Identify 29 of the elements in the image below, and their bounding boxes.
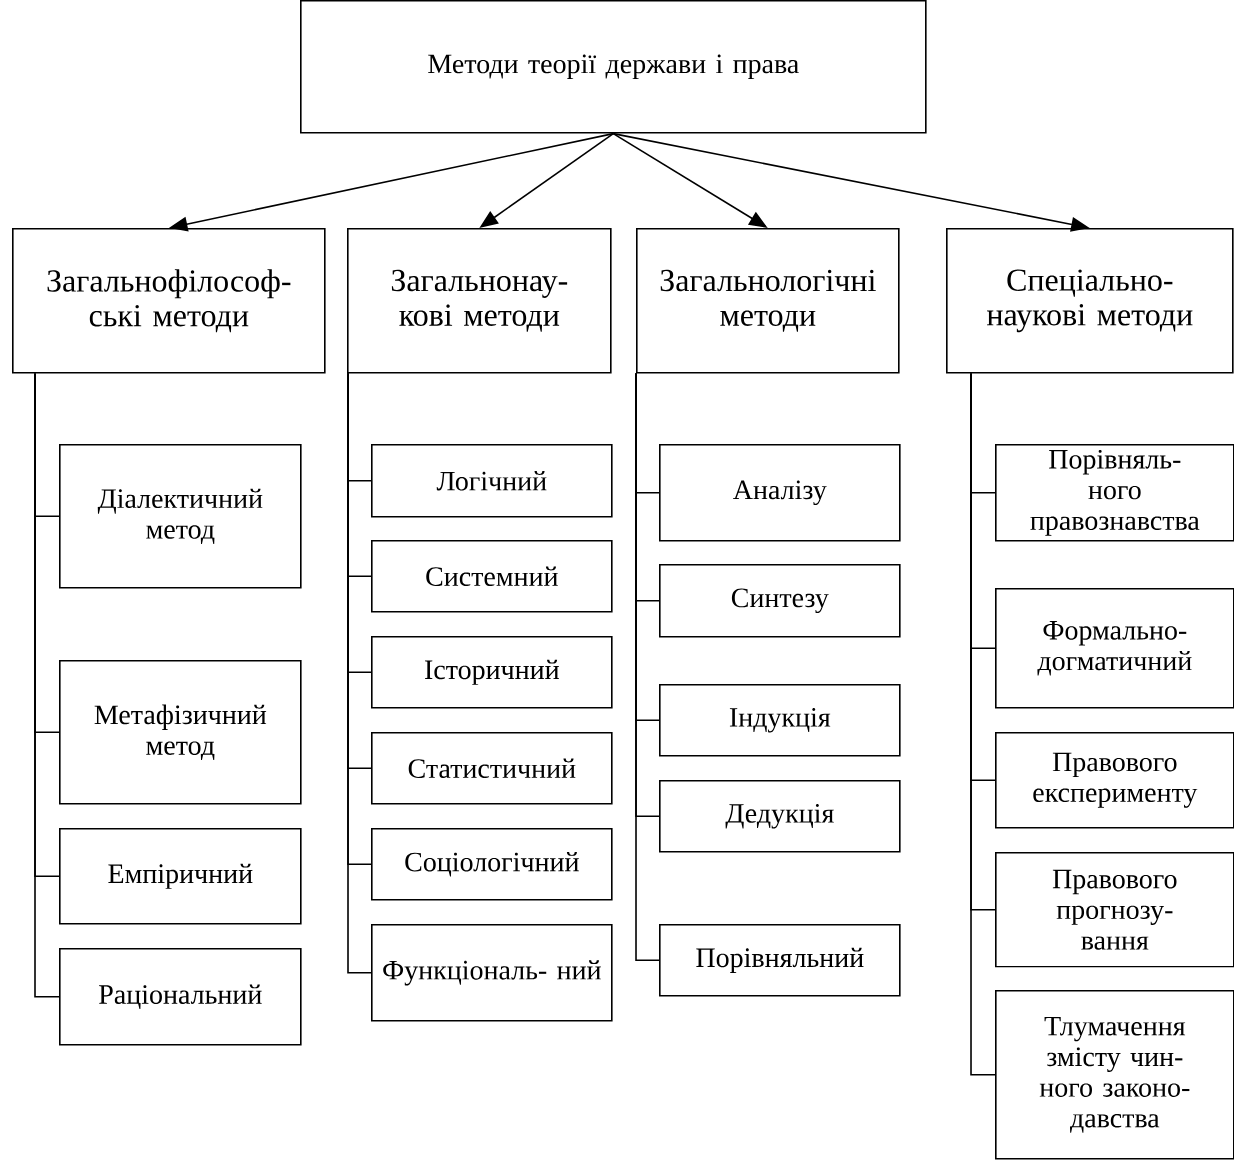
method-box: Аналізу	[659, 444, 901, 542]
method-box: Порівняльний	[659, 924, 901, 997]
connector-line	[635, 372, 660, 962]
method-box: Соціологічний	[371, 828, 613, 901]
category-box: Спеціально- наукові методи	[946, 228, 1234, 374]
connector-line	[347, 372, 372, 974]
connector-line	[34, 372, 60, 998]
method-box: Індукція	[659, 684, 901, 757]
method-box: Правового експерименту	[995, 732, 1234, 829]
method-box: Емпіричний	[59, 828, 302, 925]
category-box: Загальнологічні методи	[636, 228, 900, 374]
method-box: Дедукція	[659, 780, 901, 853]
method-box: Синтезу	[659, 564, 901, 638]
category-box: Загальнофілософ- ські методи	[12, 228, 326, 374]
method-box: Правового прогнозу- вання	[995, 852, 1234, 968]
method-box: Тлумачення змісту чин- ного законо- давства	[995, 990, 1234, 1160]
method-box: Статистичний	[371, 732, 613, 805]
method-box: Раціональний	[59, 948, 302, 1046]
title-box: Методи теорії держави і права	[300, 0, 927, 134]
method-box: Історичний	[371, 636, 613, 709]
method-box: Порівняль- ного правознавства	[995, 444, 1234, 542]
method-box: Функціональ- ний	[371, 924, 613, 1022]
method-box: Діалектичний метод	[59, 444, 302, 589]
connector-line	[970, 372, 996, 1076]
method-box: Системний	[371, 540, 613, 613]
method-box: Формально- догматичний	[995, 588, 1234, 709]
method-box: Логічний	[371, 444, 613, 518]
method-box: Метафізичний метод	[59, 660, 302, 805]
category-box: Загальнонау- кові методи	[347, 228, 612, 374]
